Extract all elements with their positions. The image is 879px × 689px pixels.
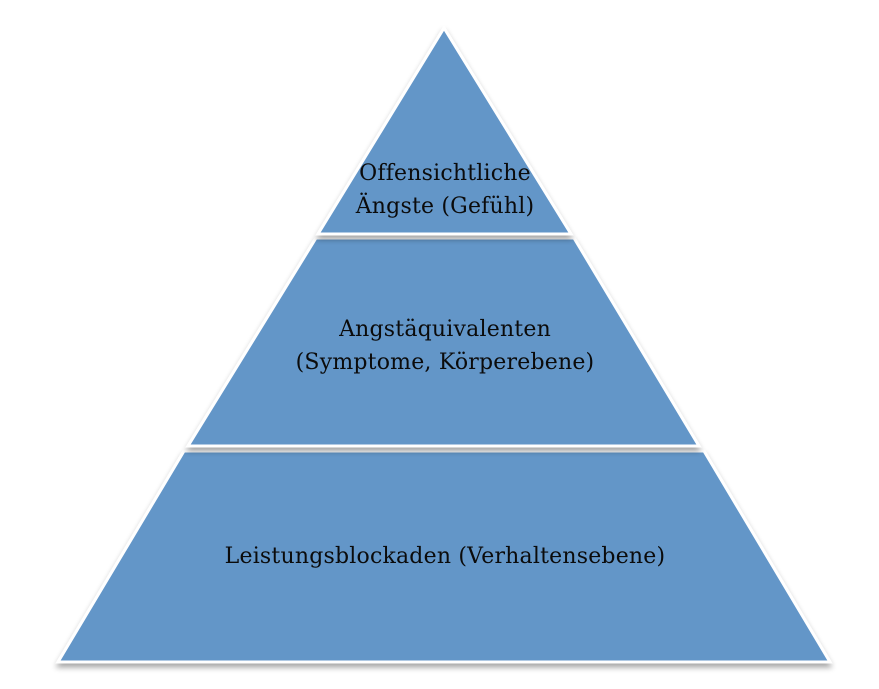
pyramid-label-middle-line-2: (Symptome, Körperebene)	[295, 350, 595, 375]
pyramid-label-middle: Angstäquivalenten (Symptome, Körperebene…	[240, 313, 650, 379]
pyramid-label-top-line-1: Offensichtliche	[359, 161, 531, 186]
pyramid-label-top: Offensichtliche Ängste (Gefühl)	[300, 157, 590, 223]
pyramid-label-middle-line-1: Angstäquivalenten	[339, 317, 551, 342]
pyramid-label-bottom-line-1: Leistungsblockaden (Verhaltensebene)	[224, 544, 666, 569]
pyramid-level-middle	[185, 236, 702, 448]
pyramid-level-bottom	[55, 449, 833, 664]
pyramid-label-bottom: Leistungsblockaden (Verhaltensebene)	[150, 540, 740, 573]
pyramid-level-top	[315, 25, 574, 236]
pyramid-label-top-line-2: Ängste (Gefühl)	[355, 194, 535, 219]
